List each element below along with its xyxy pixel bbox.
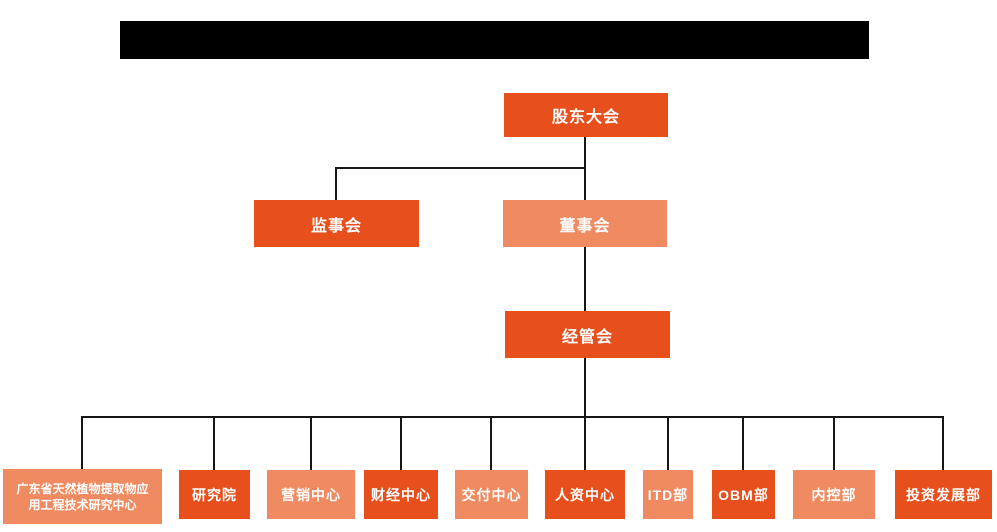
connector-line <box>584 358 586 470</box>
connector-line <box>942 416 944 470</box>
org-node-dept-obm: OBM部 <box>712 470 775 519</box>
connector-line <box>584 247 586 311</box>
org-node-dept-research-center: 广东省天然植物提取物应 用工程技术研究中心 <box>3 469 162 524</box>
connector-line <box>490 416 492 470</box>
connector-line <box>81 416 83 470</box>
connector-line <box>742 416 744 470</box>
org-node-dept-finance-center: 财经中心 <box>364 470 438 519</box>
org-node-dept-marketing-center: 营销中心 <box>267 470 355 519</box>
dept-label: 广东省天然植物提取物应 用工程技术研究中心 <box>16 481 149 512</box>
connector-line <box>213 416 215 470</box>
org-node-dept-research-institute: 研究院 <box>179 470 250 519</box>
connector-line <box>310 416 312 470</box>
org-node-supervisory-board: 监事会 <box>254 200 419 247</box>
org-node-board-of-directors: 董事会 <box>503 200 667 247</box>
connector-line <box>81 416 944 418</box>
org-node-dept-investment-development: 投资发展部 <box>895 470 992 519</box>
org-node-dept-delivery-center: 交付中心 <box>455 470 528 519</box>
connector-line <box>335 167 586 169</box>
org-node-dept-itd: ITD部 <box>643 470 693 519</box>
org-node-dept-hr-center: 人资中心 <box>545 470 625 519</box>
org-node-shareholders-meeting: 股东大会 <box>504 93 668 137</box>
org-node-dept-internal-control: 内控部 <box>793 470 875 519</box>
connector-line <box>335 167 337 200</box>
org-node-management-committee: 经管会 <box>505 311 670 358</box>
connector-line <box>667 416 669 470</box>
redacted-title-bar <box>120 21 869 59</box>
connector-line <box>833 416 835 470</box>
connector-line <box>400 416 402 470</box>
